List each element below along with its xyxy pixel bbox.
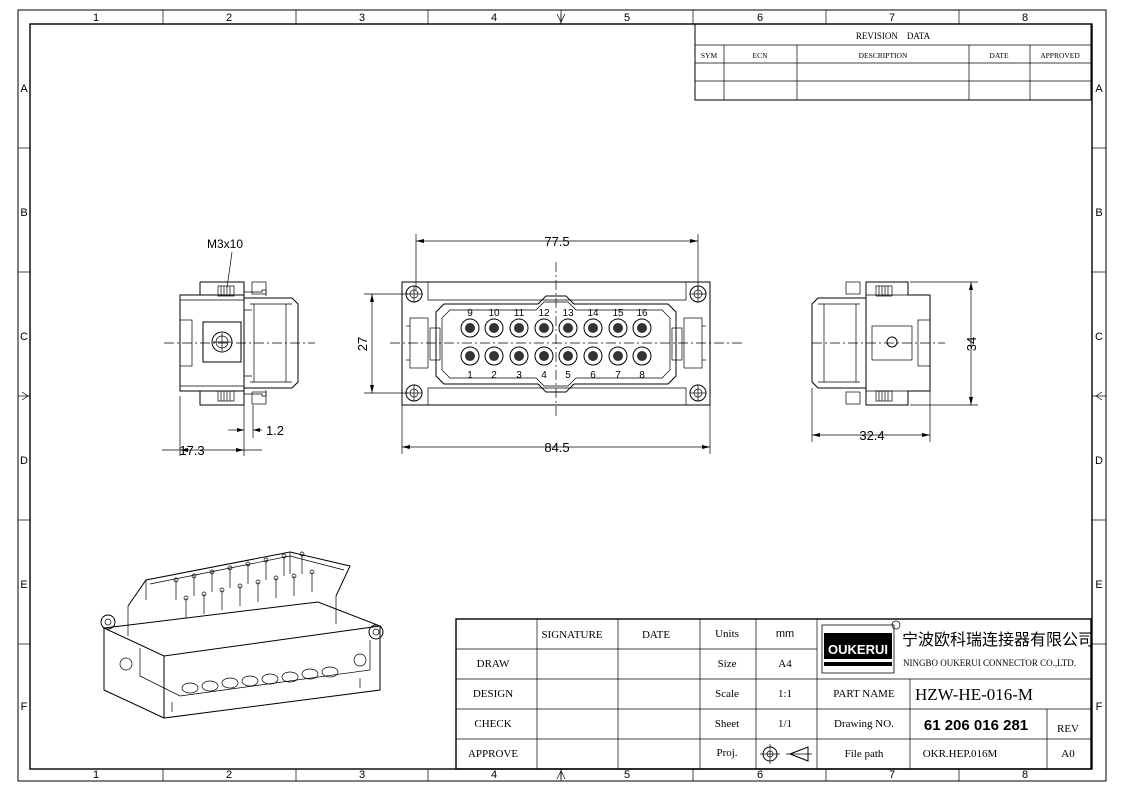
drawing-no-value: 61 206 016 281	[924, 717, 1028, 734]
pin-number: 2	[491, 370, 497, 381]
col-label-bottom: 5	[624, 769, 630, 781]
centre-markers	[21, 13, 1103, 780]
dim-right-width: 32.4	[859, 428, 884, 443]
revision-header-approved: APPROVED	[1040, 51, 1080, 60]
col-label-bottom: 4	[491, 769, 497, 781]
left-side-view	[162, 251, 315, 456]
title-row-draw: DRAW	[477, 658, 510, 670]
col-label-bottom: 3	[359, 769, 365, 781]
pin-number: 3	[516, 370, 522, 381]
units-label: Units	[715, 628, 739, 640]
part-name-value: HZW-HE-016-M	[915, 685, 1033, 704]
title-col-date: DATE	[642, 629, 670, 641]
revision-header-date: DATE	[989, 51, 1009, 60]
size-label: Size	[718, 658, 737, 670]
pin-number: 4	[541, 370, 547, 381]
front-view	[364, 234, 742, 454]
rev-value: A0	[1061, 748, 1075, 760]
company-name-en: NINGBO OUKERUI CONNECTOR CO.,LTD.	[903, 658, 1076, 668]
col-label-top: 5	[624, 12, 630, 24]
rev-label: REV	[1057, 723, 1079, 735]
col-label-top: 1	[93, 12, 99, 24]
dim-right-height: 34	[964, 337, 979, 351]
size-value: A4	[778, 658, 792, 670]
pin-number: 14	[587, 308, 599, 319]
scale-label: Scale	[715, 688, 739, 700]
company-logo-text: OUKERUI	[828, 642, 888, 657]
pin-number: 13	[562, 308, 574, 319]
row-label-right: A	[1095, 83, 1103, 95]
row-label-right: E	[1095, 579, 1102, 591]
scale-value: 1:1	[778, 688, 792, 700]
revision-table	[694, 23, 1092, 101]
pin-numbers-top: 9 10 11 12 13 14 15 16	[467, 308, 648, 319]
row-label-left: E	[20, 579, 27, 591]
file-path-value: OKR.HEP.016M	[923, 748, 998, 760]
company-name-cn: 宁波欧科瑞连接器有限公司	[902, 631, 1094, 649]
company-logo-icon	[821, 620, 901, 674]
pin-number: 11	[514, 308, 525, 319]
col-label-top: 4	[491, 12, 497, 24]
part-name-label: PART NAME	[833, 688, 895, 700]
pin-number: 5	[565, 370, 571, 381]
pin-number: 15	[612, 308, 624, 319]
pin-number: 7	[615, 370, 621, 381]
col-label-top: 8	[1022, 12, 1028, 24]
pin-number: 16	[636, 308, 648, 319]
revision-header-ecn: ECN	[753, 51, 769, 60]
title-block-grid	[455, 618, 1092, 770]
dim-front-width: 77.5	[544, 234, 569, 249]
row-label-right: F	[1096, 701, 1103, 713]
revision-header-description: DESCRIPTION	[859, 51, 908, 60]
proj-label: Proj.	[716, 747, 737, 759]
pin-number: 8	[639, 370, 645, 381]
row-label-left: C	[20, 331, 28, 343]
col-label-bottom: 8	[1022, 769, 1028, 781]
outer-frame	[17, 9, 1107, 782]
col-label-bottom: 2	[226, 769, 232, 781]
revision-title: REVISION DATA	[856, 31, 931, 41]
pin-number: 9	[467, 308, 473, 319]
dim-front-height: 27	[355, 337, 370, 351]
title-row-design: DESIGN	[473, 688, 513, 700]
dim-overall-width: 84.5	[544, 440, 569, 455]
row-label-left: B	[20, 207, 27, 219]
sheet-value: 1/1	[778, 718, 792, 730]
col-label-top: 3	[359, 12, 365, 24]
revision-header-sym: SYM	[701, 51, 718, 60]
pin-number: 1	[467, 370, 473, 381]
row-label-left: F	[21, 701, 28, 713]
title-row-check: CHECK	[474, 718, 511, 730]
row-label-left: A	[20, 83, 28, 95]
pin-number: 6	[590, 370, 596, 381]
col-label-bottom: 1	[93, 769, 99, 781]
dim-side-width: 17.3	[179, 443, 204, 458]
row-label-left: D	[20, 455, 28, 467]
col-label-top: 6	[757, 12, 763, 24]
col-label-top: 2	[226, 12, 232, 24]
title-row-approve: APPROVE	[468, 748, 518, 760]
units-value: mm	[776, 628, 794, 640]
isometric-view	[100, 551, 384, 719]
dim-screw-label: M3x10	[207, 237, 243, 251]
pin-number: 12	[538, 308, 550, 319]
pin-numbers-bottom: 1 2 3 4 5 6 7 8	[467, 370, 645, 381]
col-label-top: 7	[889, 12, 895, 24]
sheet-label: Sheet	[715, 718, 739, 730]
row-label-right: C	[1095, 331, 1103, 343]
row-label-right: B	[1095, 207, 1102, 219]
col-label-bottom: 6	[757, 769, 763, 781]
file-path-label: File path	[845, 748, 884, 760]
pin-number: 10	[488, 308, 500, 319]
right-side-view	[811, 281, 978, 442]
title-col-signature: SIGNATURE	[541, 629, 602, 641]
row-label-right: D	[1095, 455, 1103, 467]
projection-symbol-icon	[760, 744, 812, 764]
dim-flange: 1.2	[266, 423, 284, 438]
col-label-bottom: 7	[889, 769, 895, 781]
drawing-no-label: Drawing NO.	[834, 718, 894, 730]
